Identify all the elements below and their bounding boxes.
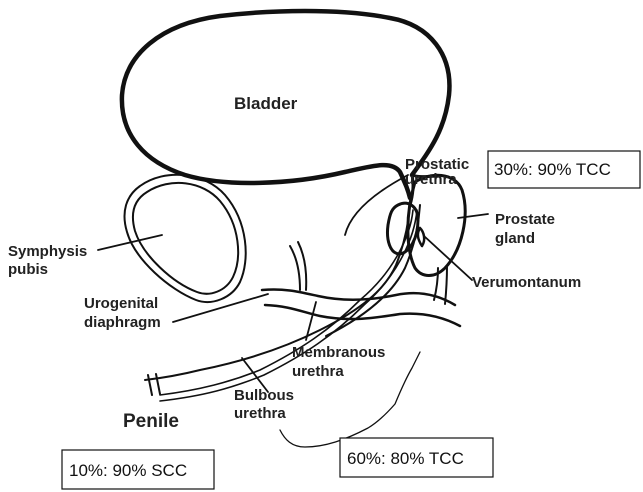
leader-urogenital xyxy=(173,294,268,322)
pelvic-duct xyxy=(290,246,300,290)
urogenital-diaphragm-upper xyxy=(262,289,455,305)
stat-text-prostatic: 30%: 90% TCC xyxy=(494,160,611,179)
label-symphysis-2: pubis xyxy=(8,261,48,278)
label-membranous-1: Membranous xyxy=(292,344,385,361)
label-prostate-gland-1: Prostate xyxy=(495,211,555,228)
leader-symphysis xyxy=(98,235,162,250)
label-urogenital-2: diaphragm xyxy=(84,314,161,331)
label-prostate-gland-2: gland xyxy=(495,230,535,247)
stat-text-penile: 10%: 90% SCC xyxy=(69,461,187,480)
label-penile: Penile xyxy=(123,411,179,432)
stat-text-membranous-bulbous: 60%: 80% TCC xyxy=(347,449,464,468)
penile-mark-a xyxy=(148,375,152,395)
label-symphysis-1: Symphysis xyxy=(8,243,87,260)
label-urogenital-1: Urogenital xyxy=(84,295,158,312)
stat-box-membranous-bulbous: 60%: 80% TCC xyxy=(340,438,493,477)
label-bulbous-1: Bulbous xyxy=(234,387,294,404)
label-prostatic-urethra-2: urethra xyxy=(405,171,457,188)
urethra-line-b xyxy=(326,205,420,336)
verumontanum-shape xyxy=(418,228,424,246)
ejaculatory-duct-b xyxy=(445,266,447,304)
label-membranous-2: urethra xyxy=(292,363,344,380)
stat-box-penile: 10%: 90% SCC xyxy=(62,450,214,489)
label-bladder: Bladder xyxy=(234,94,298,113)
urethra-inner-a xyxy=(160,210,413,395)
leader-prostate-gland xyxy=(458,214,488,218)
leader-verumontanum xyxy=(424,236,472,280)
label-bulbous-2: urethra xyxy=(234,405,286,422)
label-verumontanum: Verumontanum xyxy=(472,274,581,291)
stat-box-prostatic: 30%: 90% TCC xyxy=(488,151,640,188)
penile-mark-b xyxy=(156,374,160,394)
urethra-inner-b xyxy=(160,210,417,401)
